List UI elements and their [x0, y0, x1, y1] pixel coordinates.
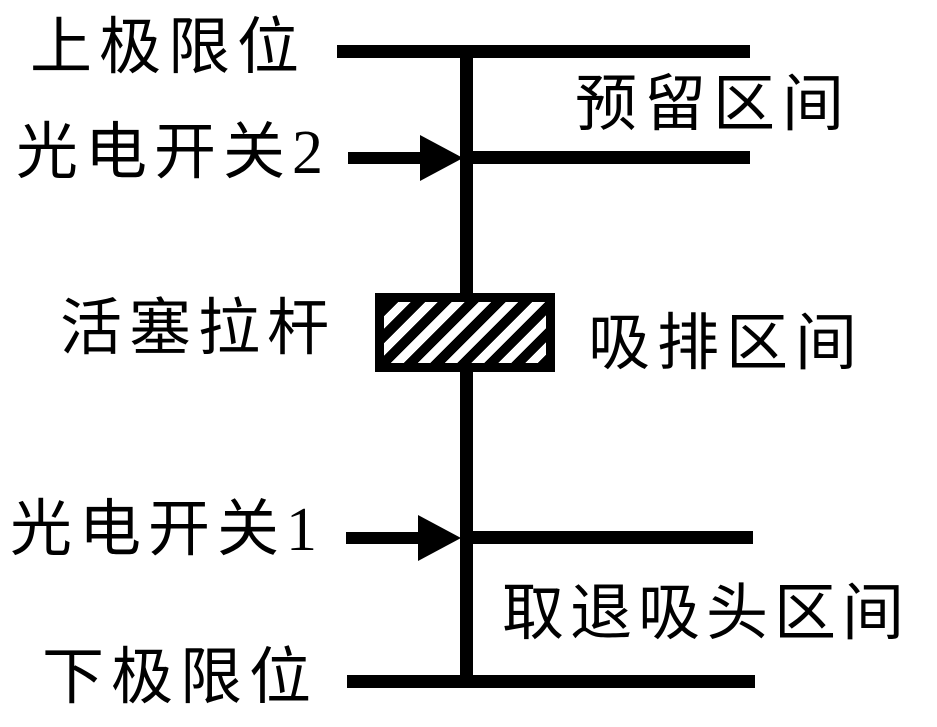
piston-rod-label: 活塞拉杆 [60, 295, 337, 363]
switch2-position-line [460, 151, 750, 164]
arrow-head [418, 515, 461, 561]
upper-limit-line [337, 45, 750, 58]
lower-limit-line [347, 675, 755, 688]
pickup-return-tip-zone-label: 取退吸头区间 [502, 580, 911, 648]
photo-switch-1-label: 光电开关1 [10, 496, 325, 564]
arrow-head [420, 135, 463, 181]
photo-switch-2-label: 光电开关2 [16, 119, 331, 187]
arrow-shaft [346, 532, 426, 544]
switch1-arrow-icon [346, 515, 461, 561]
reserved-zone-label: 预留区间 [575, 71, 852, 139]
lower-limit-label: 下极限位 [42, 644, 319, 712]
switch1-position-line [460, 531, 753, 544]
piston-rod-block [375, 293, 555, 372]
upper-limit-label: 上极限位 [30, 14, 307, 82]
arrow-shaft [348, 152, 428, 164]
switch2-arrow-icon [348, 135, 463, 181]
suction-discharge-zone-label: 吸排区间 [588, 310, 865, 378]
